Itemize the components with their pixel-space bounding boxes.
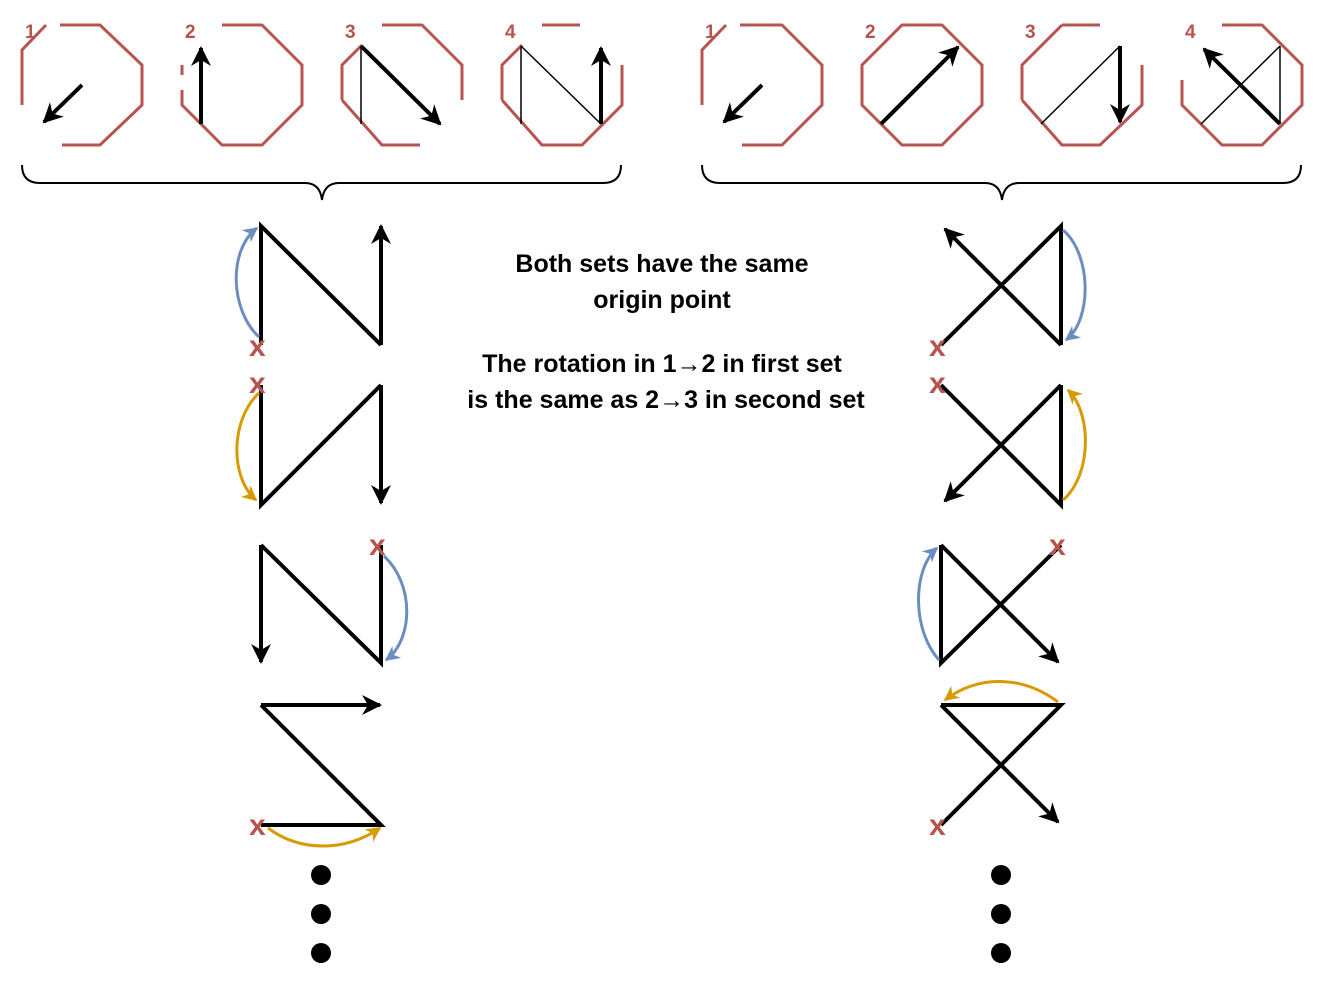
- arrow-down-left: [722, 83, 764, 124]
- caption-line-2: origin point: [593, 286, 731, 314]
- origin-marker: x: [249, 809, 266, 842]
- right-set-step-3: 3: [1020, 22, 1144, 147]
- ellipsis-dot: [991, 865, 1011, 885]
- left-set-step-3: 3: [340, 22, 464, 147]
- rotation-arc-gold: [943, 680, 1059, 704]
- caption-line-3: The rotation in 1→2 in first set: [482, 350, 842, 378]
- rotation-arc-gold: [235, 391, 261, 502]
- ellipsis-dot: [311, 943, 331, 963]
- left-brace: [21, 164, 622, 201]
- arrow-diagonal-down-right: [939, 543, 1060, 664]
- right-ellipsis: [991, 865, 1011, 963]
- right-shape-1: x: [929, 221, 1087, 363]
- ellipsis-dot: [991, 943, 1011, 963]
- origin-marker: x: [929, 330, 946, 363]
- right-set-step-4: 4: [1180, 22, 1304, 147]
- arrow-diagonal-down-right: [939, 703, 1060, 824]
- ellipsis-dot: [311, 904, 331, 924]
- rotation-arc-gold: [1061, 388, 1087, 502]
- right-step-label-1: 1: [705, 22, 716, 43]
- right-shape-3: x: [917, 529, 1066, 668]
- right-set-step-2: 2: [860, 22, 984, 147]
- caption-line-4: is the same as 2→3 in second set: [467, 386, 865, 414]
- origin-marker: x: [369, 529, 386, 562]
- left-shape-1: x: [234, 221, 391, 363]
- left-set-step-1: 1: [20, 22, 144, 147]
- rotation-arc-gold: [267, 826, 382, 848]
- right-step-label-4: 4: [1185, 22, 1196, 43]
- rotation-arc-blue: [917, 546, 941, 662]
- left-ellipsis: [311, 865, 331, 963]
- left-shape-4: x: [249, 695, 386, 848]
- right-step-label-2: 2: [865, 22, 876, 43]
- left-set-step-4: 4: [500, 22, 624, 147]
- caption-line-1: Both sets have the same: [515, 250, 808, 278]
- left-shape-3: x: [251, 529, 409, 668]
- left-step-label-2: 2: [185, 22, 196, 43]
- right-step-label-3: 3: [1025, 22, 1036, 43]
- arrow-diagonal-up-left: [1202, 47, 1282, 126]
- origin-marker: x: [249, 367, 266, 400]
- left-step-label-3: 3: [345, 22, 356, 43]
- arrow-diagonal-down-right: [359, 44, 442, 126]
- right-brace: [701, 164, 1302, 201]
- left-set-step-2: 2: [180, 22, 304, 147]
- arrow-diagonal-up-right: [879, 45, 960, 126]
- origin-marker: x: [1049, 529, 1066, 562]
- left-step-label-4: 4: [505, 22, 516, 43]
- arrow-down-left: [42, 83, 84, 124]
- right-shape-4: x: [929, 680, 1066, 842]
- rotation-arc-blue: [382, 554, 409, 662]
- rotation-arc-blue: [234, 226, 261, 339]
- right-set-step-1: 1: [700, 22, 824, 147]
- right-shape-2: x: [929, 367, 1087, 510]
- origin-marker: x: [929, 809, 946, 842]
- ellipsis-dot: [991, 904, 1011, 924]
- origin-marker: x: [929, 367, 946, 400]
- arrow-diagonal-down-left: [943, 383, 1063, 503]
- left-step-label-1: 1: [25, 22, 36, 43]
- origin-marker: x: [249, 330, 266, 363]
- left-shape-2: x: [235, 367, 391, 510]
- caption: Both sets have the same origin point The…: [467, 250, 865, 414]
- ellipsis-dot: [311, 865, 331, 885]
- rotation-arc-blue: [1061, 228, 1087, 342]
- arrow-diagonal-up-left: [943, 227, 1063, 347]
